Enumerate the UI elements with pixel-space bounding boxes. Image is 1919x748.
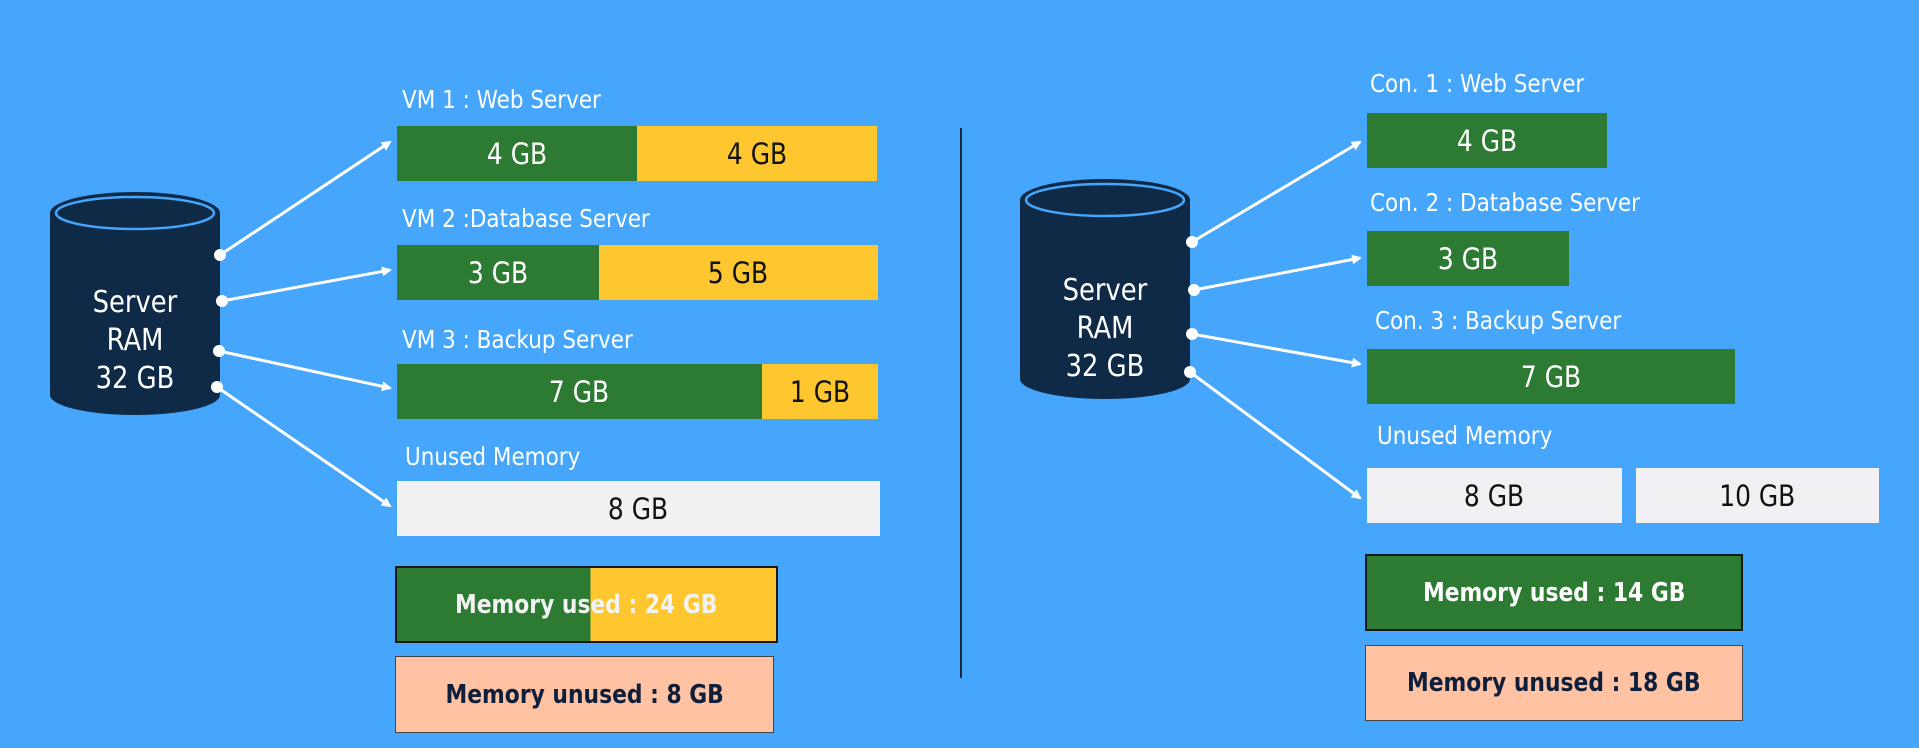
vm3-used-segment: 7 GB [397,364,762,419]
memory-unused-summary-left: Memory unused : 8 GB [395,656,774,733]
vm1-reserved-segment: 4 GB [637,126,877,181]
unused-memory-bar-right: 8 GB [1367,468,1622,523]
arrow-con1 [1191,140,1362,244]
arrow-dot [211,381,223,393]
con3-label: Con. 3 : Backup Server [1375,306,1622,335]
left-ram-line1: Server RAM [92,285,178,358]
vm1-label: VM 1 : Web Server [402,85,601,114]
vm3-reserved-segment: 1 GB [762,364,878,419]
vm2-used-segment: 3 GB [397,245,599,300]
right-ram-line2: 32 GB [1065,349,1145,384]
memory-unused-summary-right: Memory unused : 18 GB [1365,645,1743,721]
vm3-memory-bar: 7 GB 1 GB [397,364,878,419]
left-ram-label: Server RAM 32 GB [62,284,208,398]
con3-memory-bar: 7 GB [1367,349,1735,404]
vm2-memory-bar: 3 GB 5 GB [397,245,878,300]
arrow-dot [1186,236,1198,248]
unused-memory-label: Unused Memory [405,442,581,471]
right-ram-line1: Server RAM [1062,273,1148,346]
arrow-vm3 [218,349,392,392]
vm2-label: VM 2 :Database Server [402,204,650,233]
arrow-vm1 [219,140,392,257]
arrow-unused [216,385,392,508]
con1-used-segment: 4 GB [1367,113,1607,168]
arrow-con3 [1191,332,1362,368]
left-database-icon [50,192,220,415]
left-ram-line2: 32 GB [95,361,175,396]
right-database-icon [1020,179,1190,399]
unused-memory-label-right: Unused Memory [1377,421,1553,450]
arrow-dot [214,249,226,261]
memory-used-summary-right: Memory used : 14 GB [1365,554,1743,631]
arrow-dot [1184,366,1196,378]
con1-label: Con. 1 : Web Server [1370,69,1585,98]
right-ram-label: Server RAM 32 GB [1032,272,1178,386]
arrow-dot [216,295,228,307]
con2-memory-bar: 3 GB [1367,231,1569,286]
arrow-dot [1188,284,1200,296]
arrow-con2 [1193,254,1362,292]
vm1-used-segment: 4 GB [397,126,637,181]
unused-memory-segment-1: 8 GB [1367,468,1622,523]
con3-used-segment: 7 GB [1367,349,1735,404]
arrow-vm2 [221,266,392,303]
unused-memory-bar: 8 GB [397,481,880,536]
unused-memory-segment-2: 10 GB [1636,468,1879,523]
con2-label: Con. 2 : Database Server [1370,188,1640,217]
arrow-dot [1186,328,1198,340]
unused-memory-segment: 8 GB [397,481,880,536]
con2-used-segment: 3 GB [1367,231,1569,286]
con1-memory-bar: 4 GB [1367,113,1607,168]
vm3-label: VM 3 : Backup Server [402,325,633,354]
vm1-memory-bar: 4 GB 4 GB [397,126,877,181]
arrow-unused-right [1189,370,1362,500]
arrow-dot [213,345,225,357]
section-divider [960,128,962,678]
unused-memory-bar-right-2: 10 GB [1636,468,1879,523]
vm2-reserved-segment: 5 GB [599,245,878,300]
memory-used-summary-left: Memory used : 24 GB [395,566,778,643]
